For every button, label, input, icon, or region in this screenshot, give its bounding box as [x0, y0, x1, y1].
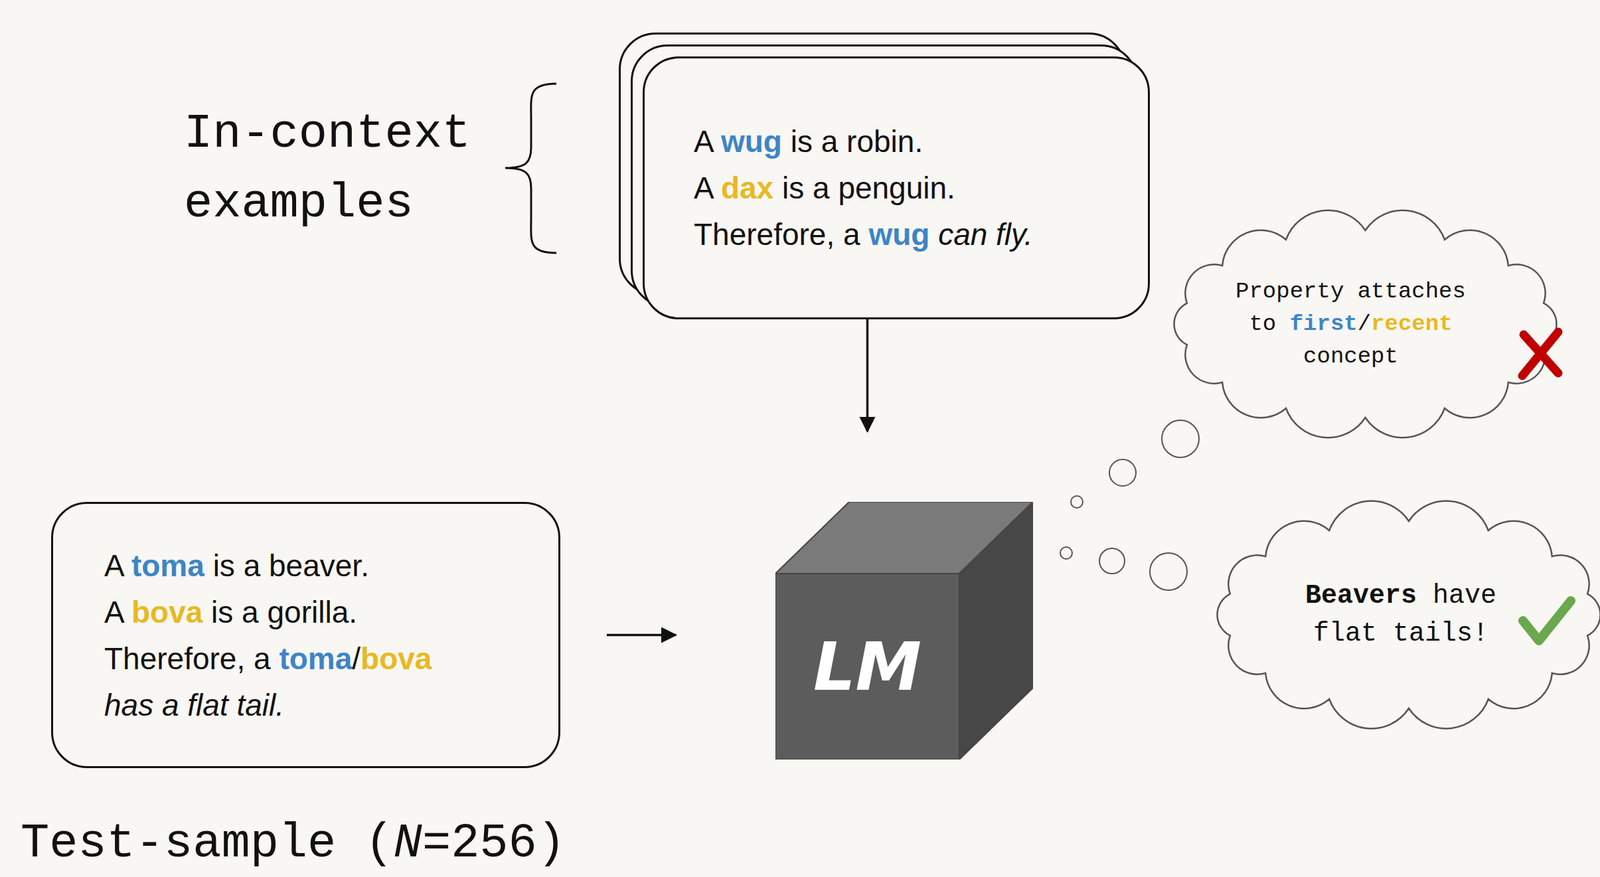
word: a — [812, 170, 830, 206]
arrow-connector — [866, 319, 870, 432]
check-mark — [1522, 600, 1571, 641]
curly-brace — [505, 83, 557, 253]
text-line: Property attaches to first/recent concept — [1235, 275, 1466, 374]
example-card: A toma is a beaver.A bova is a gorilla.T… — [51, 501, 561, 769]
word: bova — [131, 594, 203, 630]
word: LM — [813, 628, 922, 706]
word: A — [693, 124, 713, 159]
caption-label: Test-sample (N=256) — [20, 815, 566, 873]
word: has — [104, 687, 154, 723]
thought-cloud: Beavers have flat tails! — [1204, 499, 1600, 730]
thought-bubbles — [1060, 420, 1200, 591]
word: fly. — [995, 217, 1033, 252]
word: gorilla. — [266, 594, 358, 630]
word: have — [1432, 580, 1497, 611]
word: is — [213, 548, 236, 583]
word: tail. — [236, 687, 285, 723]
word: toma — [131, 548, 205, 583]
word-part: toma — [278, 641, 352, 676]
word: penguin. — [837, 170, 956, 206]
word: Beavers — [1305, 580, 1417, 611]
text-line: A dax is a penguin. — [693, 164, 1109, 212]
word: A — [104, 594, 123, 630]
word: flat — [1313, 618, 1377, 649]
word-part: ) — [537, 816, 566, 872]
word: tails! — [1392, 618, 1489, 649]
word: can — [938, 217, 988, 252]
word: a — [843, 217, 861, 252]
model-cube: LM — [775, 501, 1034, 760]
word-part: recent — [1370, 311, 1452, 337]
thought-cloud: Property attaches to first/recent concept — [1161, 209, 1570, 439]
word: examples — [183, 176, 414, 232]
word-part: N — [393, 816, 423, 872]
cloud-path — [1173, 210, 1557, 438]
word: is — [782, 170, 804, 206]
word-part: 256 — [450, 816, 538, 872]
text-line: Beavers have flat tails! — [1305, 576, 1497, 653]
word: In-context — [183, 106, 471, 162]
word-part: = — [422, 816, 451, 872]
word: is — [790, 124, 813, 159]
word: A — [693, 170, 713, 206]
word-part: / — [1357, 311, 1371, 337]
word: a — [241, 594, 259, 630]
word: a — [253, 641, 271, 676]
cloud-path — [1216, 501, 1600, 729]
word: a — [243, 548, 261, 583]
word-part: bova — [360, 641, 432, 676]
arrow-connector — [606, 634, 676, 637]
word: to — [1248, 311, 1277, 337]
word: Therefore, — [104, 641, 245, 676]
word: dax — [720, 170, 774, 206]
word-part: first — [1289, 311, 1358, 337]
word: Therefore, — [693, 217, 835, 252]
text-line: A bova is a gorilla. — [104, 588, 519, 636]
word: wug — [720, 124, 783, 159]
word: toma/bova — [278, 641, 432, 676]
word: robin. — [846, 124, 923, 159]
word: is — [211, 594, 234, 630]
text-line: A toma is a beaver. — [104, 542, 519, 589]
word-part: ( — [365, 816, 394, 872]
caption-label: In-context examples — [183, 99, 471, 240]
word: beaver. — [268, 548, 370, 583]
word: first/recent — [1289, 311, 1453, 337]
word: flat — [187, 687, 228, 723]
cloud-outline — [1204, 499, 1600, 730]
word: (N=256) — [365, 816, 567, 872]
word: Property — [1235, 278, 1344, 305]
example-card: A wug is a robin.A dax is a penguin.Ther… — [642, 56, 1150, 320]
word: wug — [868, 217, 930, 252]
word: attaches — [1357, 278, 1466, 305]
word: a — [821, 124, 839, 159]
text-line: Therefore, a wug can fly. — [693, 211, 1109, 258]
word: concept — [1303, 343, 1399, 370]
text-line: A wug is a robin. — [693, 118, 1109, 165]
cross-mark — [1522, 331, 1559, 376]
word: a — [161, 687, 180, 723]
word-part: / — [351, 641, 361, 676]
word: Test-sample — [20, 816, 336, 872]
text-line: Therefore, a toma/bova has a flat tail. — [104, 635, 519, 729]
text-line: LM — [775, 573, 960, 760]
word: A — [104, 548, 123, 583]
